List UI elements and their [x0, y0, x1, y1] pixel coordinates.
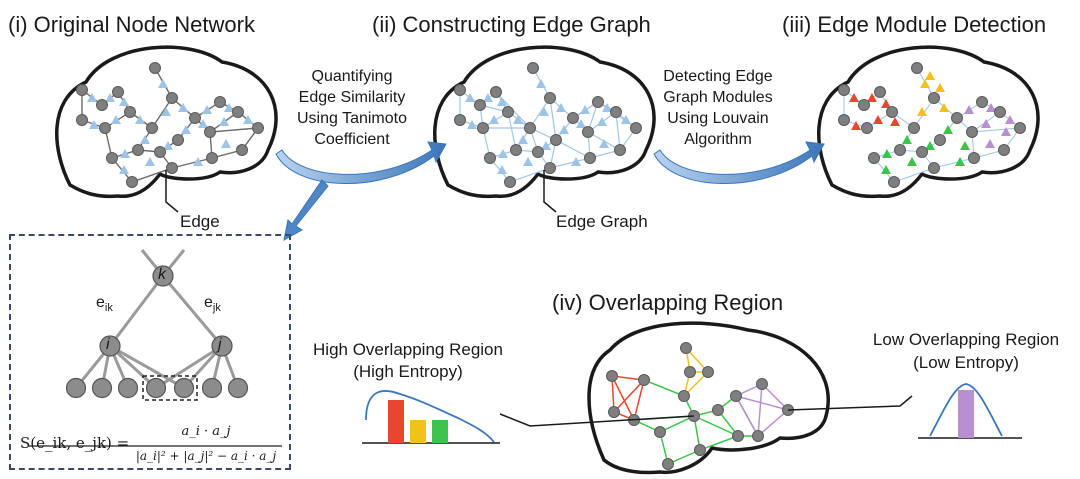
- edge-callout: Edge: [180, 212, 220, 231]
- edge-ik-label: eik: [96, 294, 113, 315]
- step1-line-3: Using Tanimoto: [297, 110, 407, 127]
- step1-caption: Quantifying Edge Similarity Using Tanimo…: [282, 66, 422, 150]
- brain4-nodes: [606, 342, 794, 470]
- node-k-label: k: [158, 266, 166, 283]
- low-pointer-line: [787, 395, 913, 411]
- step2-line-1: Detecting Edge: [663, 68, 773, 85]
- edge-pointer-line: [165, 170, 179, 213]
- high-overlap-title: High Overlapping Region: [313, 340, 503, 359]
- high-pointer-line: [499, 413, 695, 427]
- panel2-title: (ii) Constructing Edge Graph: [372, 12, 651, 37]
- edge-graph-callout: Edge Graph: [556, 212, 648, 231]
- step2-line-2: Graph Modules: [663, 89, 773, 106]
- edge-graph-pointer-line: [543, 170, 557, 213]
- low-overlap-title: Low Overlapping Region: [872, 330, 1060, 349]
- arrow-to-inset: [283, 179, 329, 241]
- brain2-nodes: [454, 62, 642, 188]
- formula-denominator: |a_i|² + |a_j|² − a_i · a_j: [135, 449, 277, 463]
- high-bar-green: [432, 420, 448, 443]
- brain3-nodes: [838, 62, 1026, 188]
- step2-line-3: Using Louvain: [667, 110, 769, 127]
- high-bar-yellow: [410, 420, 426, 443]
- step1-line-4: Coefficient: [314, 131, 390, 148]
- brain-outline-3: [817, 45, 1040, 199]
- step1-line-2: Edge Similarity: [298, 89, 406, 106]
- arrow-step1: [275, 141, 447, 184]
- panel1-title: (i) Original Node Network: [8, 12, 255, 37]
- node-j-label: j: [218, 336, 222, 353]
- high-entropy-histogram: [362, 390, 500, 444]
- high-overlap-sub: (High Entropy): [353, 362, 463, 381]
- panel4-title: (iv) Overlapping Region: [552, 290, 784, 315]
- edge-jk-label: ejk: [204, 294, 221, 315]
- formula-numerator: a_i · a_j: [181, 424, 231, 439]
- inset-frame: [9, 234, 291, 470]
- node-i-label: i: [106, 336, 110, 353]
- formula-lhs: S(e_ik, e_jk) =: [20, 434, 130, 452]
- step2-caption: Detecting Edge Graph Modules Using Louva…: [648, 66, 788, 150]
- brain1-nodes: [76, 62, 264, 188]
- step2-line-4: Algorithm: [684, 131, 752, 148]
- low-overlap-sub: (Low Entropy): [913, 353, 1019, 372]
- arrow-step2: [653, 141, 825, 184]
- low-bar-purple: [958, 390, 974, 438]
- high-bar-red: [388, 400, 404, 443]
- inset-diagram: [28, 249, 282, 447]
- panel3-title: (iii) Edge Module Detection: [782, 12, 1047, 37]
- brain-outline-4: [587, 321, 830, 475]
- step1-line-1: Quantifying: [311, 68, 393, 85]
- low-entropy-histogram: [918, 383, 1022, 439]
